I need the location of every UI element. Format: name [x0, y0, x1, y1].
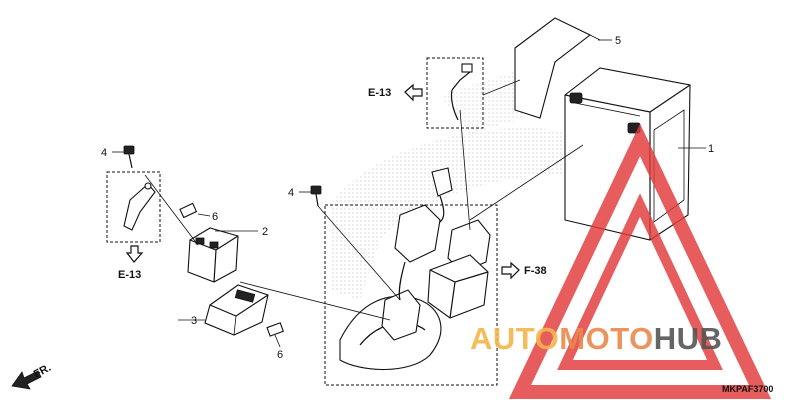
ref-label-e13-left: E-13	[118, 269, 141, 281]
watermark-word-mid: MOTO	[559, 321, 653, 356]
watermark-word-dark: HUB	[654, 321, 723, 356]
callout-6-upper: 6	[212, 211, 218, 223]
front-arrow	[11, 370, 42, 390]
callout-6-lower: 6	[277, 349, 283, 361]
battery-band	[514, 17, 601, 119]
callout-2: 2	[262, 226, 268, 238]
ref-label-f38: F-38	[524, 265, 547, 277]
frame-shading	[330, 128, 585, 300]
ref-label-e13-top: E-13	[368, 87, 391, 99]
bracket	[123, 182, 156, 231]
callout-4-left: 4	[101, 147, 107, 159]
callout-4-center: 4	[288, 187, 294, 199]
fuse-upper	[179, 202, 198, 219]
inset-ground-cable	[426, 57, 484, 129]
callout-3: 3	[191, 315, 197, 327]
fuse-lower	[266, 322, 284, 337]
watermark-wordmark: AUTOMOTOHUB	[470, 321, 722, 356]
ref-arrow-e13-top	[404, 83, 423, 102]
fuse-box	[204, 284, 269, 336]
starter-relay	[187, 227, 239, 283]
watermark-triangle	[508, 123, 772, 399]
inset-bracket	[106, 171, 161, 243]
ground-cable	[450, 63, 473, 121]
inset-wire-harness	[324, 204, 498, 386]
callout-5: 5	[615, 35, 621, 47]
ref-arrow-f38	[501, 261, 520, 280]
wire-harness	[339, 167, 491, 371]
leader-lines	[112, 39, 706, 348]
callout-1: 1	[708, 143, 714, 155]
part-code: MKPAF3700	[722, 384, 773, 394]
ref-arrow-e13-left	[125, 245, 144, 263]
watermark-word-light: AUTO	[470, 321, 559, 356]
bolt-center	[310, 185, 322, 207]
front-label: FR.	[32, 362, 53, 381]
bolt-left	[123, 145, 135, 169]
